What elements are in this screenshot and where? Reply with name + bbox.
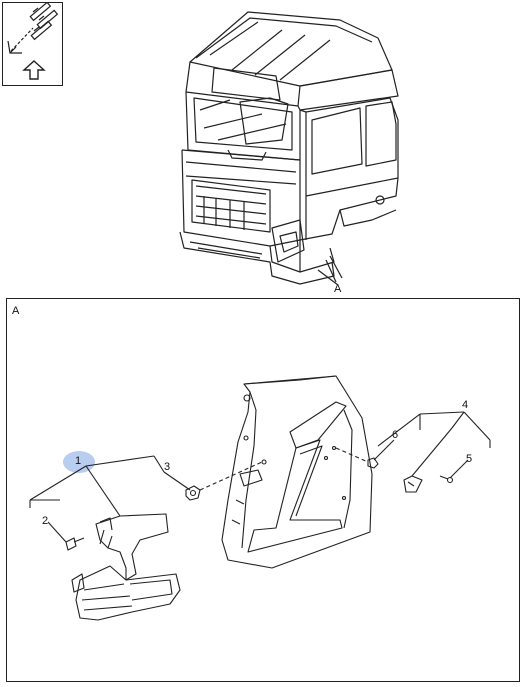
callout-3: 3 [164,461,171,473]
callout-6: 6 [392,429,399,441]
callout-1: 1 [75,455,82,467]
truck-cab-illustration [179,11,399,286]
callout-5: 5 [466,453,473,465]
callout-4: 4 [462,399,469,411]
up-arrow-icon [22,60,46,80]
orientation-icon-box [2,1,63,86]
view-label-a: A [334,283,342,295]
detail-view-frame [6,298,520,682]
direction-arrow-icon [7,1,59,54]
detail-label-a: A [12,305,20,317]
callout-2: 2 [42,515,49,527]
